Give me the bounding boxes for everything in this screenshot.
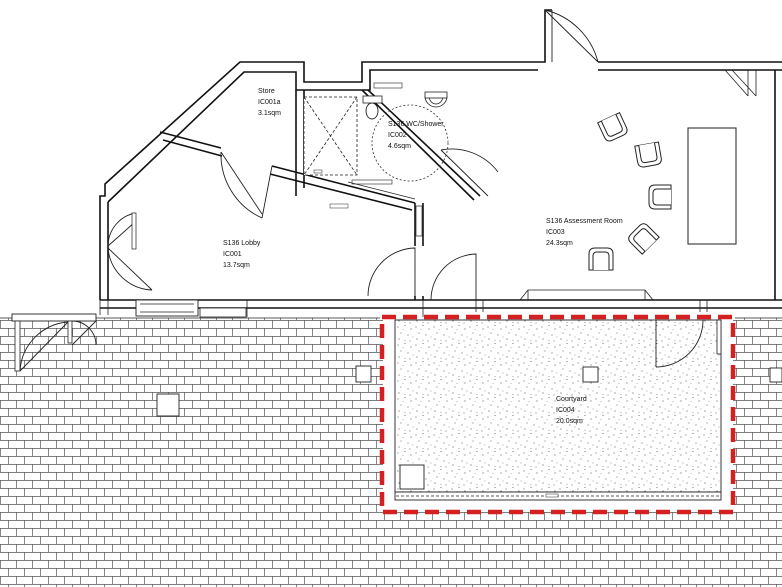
- wall-vent: [415, 205, 423, 237]
- label-courtyard: Courtyard IC004 20.0sqm: [556, 396, 587, 425]
- label-store: Store IC001a 3.1sqm: [258, 88, 281, 117]
- room-name: S136 Assessment Room: [546, 218, 623, 225]
- label-lobby: S136 Lobby IC001 13.7sqm: [223, 240, 261, 269]
- external-bench: [135, 299, 199, 317]
- room-code: IC003: [546, 229, 565, 236]
- external-gate: [11, 313, 97, 372]
- room-area: 13.7sqm: [223, 262, 250, 269]
- room-area: 3.1sqm: [258, 110, 281, 117]
- drain-cover: [582, 366, 599, 383]
- inspection-cover: [355, 365, 372, 383]
- chairs: [588, 112, 672, 271]
- turning-circle: [371, 104, 449, 182]
- room-code: IC004: [556, 407, 575, 414]
- inspection-cover: [156, 393, 180, 417]
- room-name: S136 WC/Shower: [388, 121, 444, 128]
- inspection-cover: [769, 367, 782, 383]
- room-code: IC001a: [258, 99, 281, 106]
- toilet: [365, 102, 379, 120]
- courtyard-highlight: [379, 314, 736, 515]
- room-name: S136 Lobby: [223, 240, 261, 247]
- room-code: IC001: [223, 251, 242, 258]
- bench-table: [687, 127, 737, 245]
- room-area: 4.6sqm: [388, 143, 411, 150]
- room-name: Store: [258, 88, 275, 95]
- room-code: IC002: [388, 132, 407, 139]
- label-assessment: S136 Assessment Room IC003 24.3sqm: [546, 218, 623, 247]
- drain-cover: [399, 464, 425, 490]
- building-walls: [99, 9, 782, 317]
- room-area: 20.0sqm: [556, 418, 583, 425]
- doors: [107, 9, 599, 301]
- courtyard: [383, 318, 733, 512]
- fixtures: [135, 82, 737, 318]
- basin: [424, 91, 448, 99]
- label-wc: S136 WC/Shower IC002 4.6sqm: [388, 121, 444, 150]
- room-name: Courtyard: [556, 396, 587, 403]
- room-area: 24.3sqm: [546, 240, 573, 247]
